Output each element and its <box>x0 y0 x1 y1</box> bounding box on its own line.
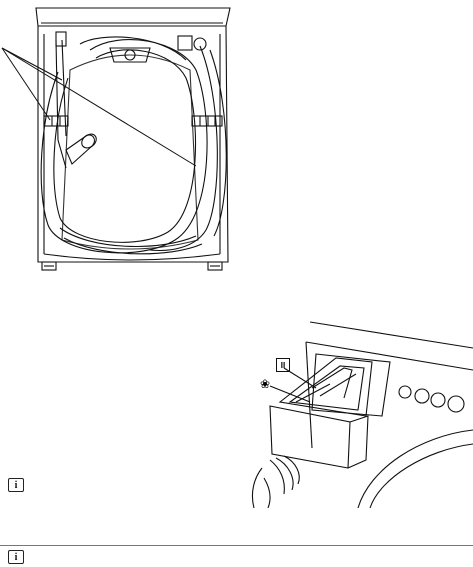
knob-2 <box>415 389 429 403</box>
section-divider <box>0 545 473 546</box>
info-icon: i <box>8 550 24 564</box>
main-wash-compartment-label: II <box>276 358 290 372</box>
knob-4 <box>448 396 464 412</box>
hand-outline <box>252 468 262 508</box>
info-icon: i <box>8 478 24 492</box>
hose-clip-left <box>44 116 68 126</box>
knob-3 <box>431 393 445 407</box>
pointer-line-2 <box>2 48 196 166</box>
dispenser-drawing <box>240 318 473 508</box>
washing-machine-back-illustration <box>0 0 240 275</box>
washing-machine-back-drawing <box>0 0 240 275</box>
pointer-line-1 <box>2 48 50 120</box>
softener-compartment-label: ❀ <box>258 377 272 391</box>
detergent-dispenser-illustration: II ❀ <box>240 318 473 508</box>
knob-1 <box>399 386 411 398</box>
